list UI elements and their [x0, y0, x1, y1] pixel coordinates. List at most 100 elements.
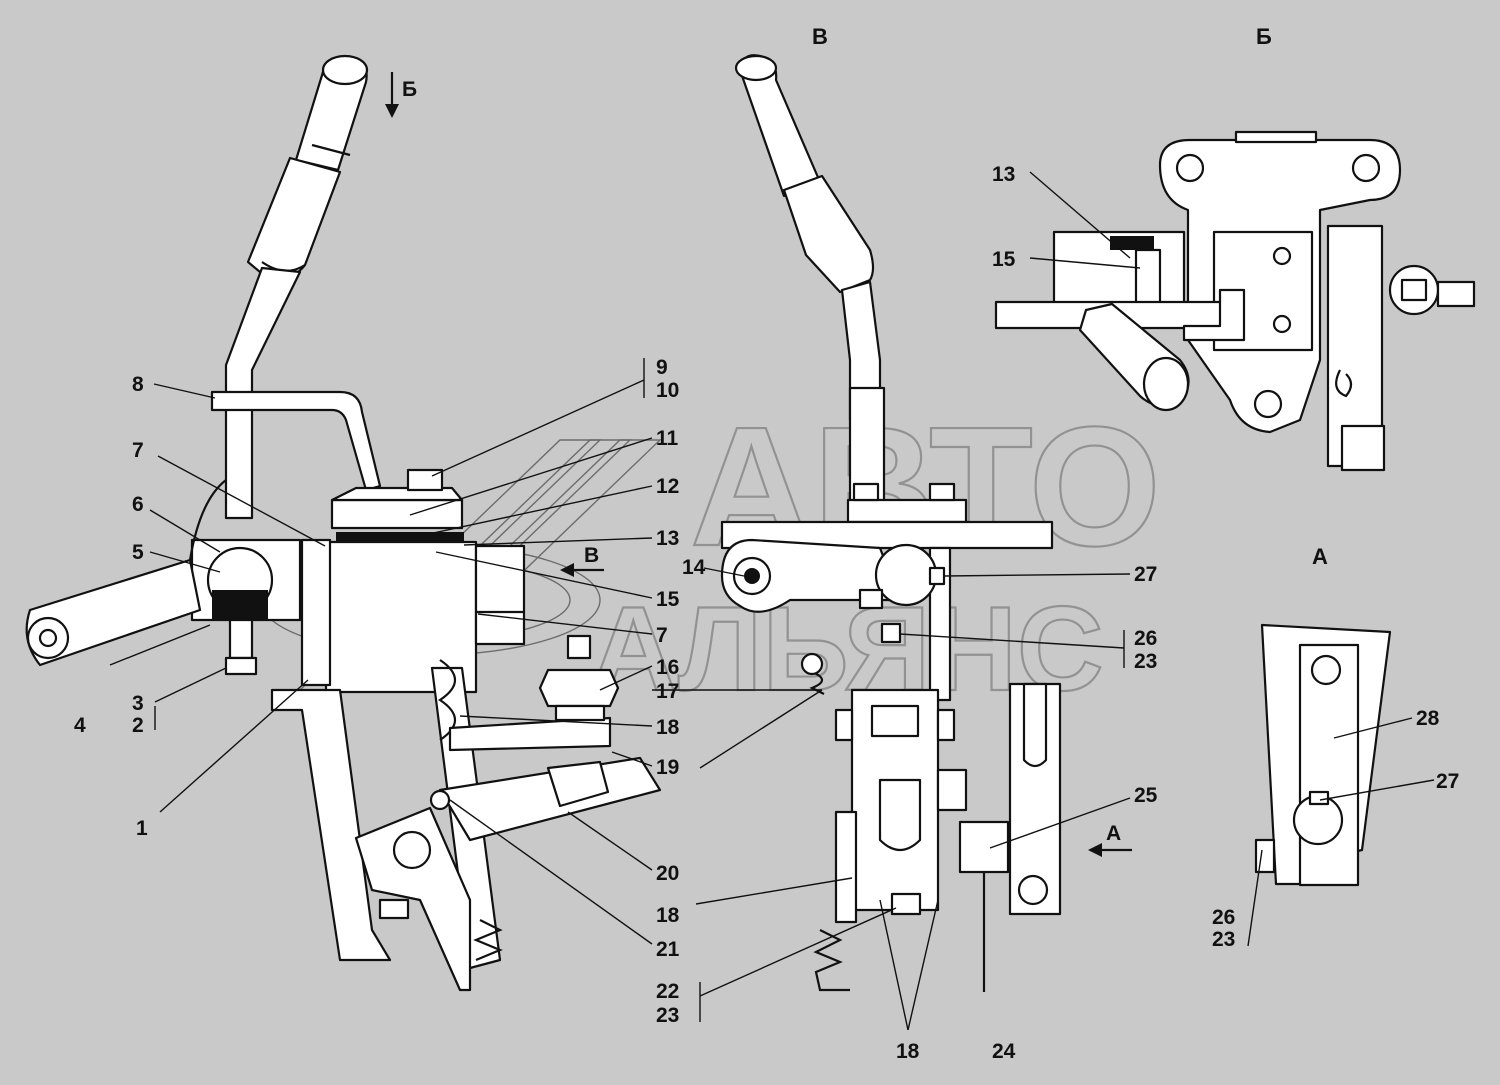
v-spacer	[936, 768, 968, 812]
callout-16: 16	[656, 656, 679, 679]
v-pin-14-center	[744, 568, 760, 584]
v-screw-27	[928, 566, 946, 586]
a-top-hole	[1310, 654, 1342, 686]
v-nut-26	[858, 588, 884, 610]
lower-body-1	[270, 688, 392, 962]
lever-knob-end	[321, 54, 369, 86]
lever-rod	[224, 266, 302, 520]
leader-14	[703, 567, 745, 577]
terminal-16	[566, 634, 592, 660]
lever-grip	[246, 156, 342, 279]
pedal-link	[354, 806, 472, 992]
pedal-ball	[429, 789, 451, 811]
callout-21: 21	[656, 938, 680, 961]
pedal-pin	[392, 830, 432, 870]
leader-18a	[459, 715, 653, 727]
v-ball-27	[874, 543, 938, 607]
b-terminal-rod	[1436, 280, 1476, 308]
callout-12: 12	[656, 475, 679, 498]
callout-18c: 18	[896, 1040, 920, 1063]
v-bolt-18	[890, 892, 922, 916]
leader-3	[154, 667, 227, 703]
v-nut-23	[880, 622, 902, 644]
callout-3: 3	[132, 692, 144, 715]
b-seal-13	[1110, 236, 1154, 250]
pin-3	[228, 618, 254, 660]
arrow-v-label: В	[584, 544, 599, 567]
v-shaft-25	[958, 820, 1010, 874]
leader-15a	[435, 551, 653, 599]
callout-5: 5	[132, 541, 144, 564]
callout-19: 19	[656, 756, 679, 779]
v-link-14	[720, 538, 902, 613]
leader-8	[153, 383, 216, 399]
v-side-slot	[1022, 682, 1048, 768]
callout-18b: 18	[656, 904, 680, 927]
washer-17	[554, 704, 606, 722]
b-block-bolt-1	[1272, 246, 1292, 266]
callout-23c: 23	[1212, 928, 1235, 951]
leader-19-left	[611, 751, 653, 767]
callout-8: 8	[132, 373, 144, 396]
view-title-a: А	[1312, 544, 1328, 569]
arrow-a-label: А	[1106, 822, 1121, 845]
bolt-9	[406, 468, 444, 492]
view-title-v: В	[812, 24, 828, 49]
callout-27a: 27	[1134, 563, 1157, 586]
callout-7b: 7	[656, 624, 668, 647]
callout-7a: 7	[132, 439, 144, 462]
callout-14: 14	[682, 556, 706, 579]
leader-18b	[695, 877, 853, 905]
callout-23b: 23	[656, 1004, 679, 1027]
view-a-assembly	[1254, 623, 1392, 887]
arrow-v-head	[560, 563, 574, 577]
b-block-bolt-2	[1272, 314, 1292, 334]
lever-knob-band	[311, 143, 351, 157]
leader-lines	[109, 171, 1435, 1031]
callout-10: 10	[656, 379, 679, 402]
leader-2623b	[1247, 849, 1263, 947]
b-arm-end	[1340, 424, 1386, 472]
v-lever-grip	[782, 174, 875, 294]
callout-25: 25	[1134, 784, 1158, 807]
b-hook	[1182, 288, 1246, 342]
leader-19	[699, 689, 823, 769]
b-hole-bottom	[1253, 389, 1283, 419]
nut-2	[224, 656, 258, 676]
spring-bottom	[473, 919, 503, 962]
arm-eye-hole	[38, 628, 58, 648]
leader-13b	[1029, 171, 1131, 259]
view-arrows: Б В А	[385, 72, 1132, 857]
ball-seat	[212, 590, 268, 620]
leader-18c-2	[907, 899, 939, 1031]
leader-16	[599, 665, 653, 691]
side-block	[474, 544, 526, 646]
leader-21	[449, 799, 653, 945]
v-bracket-18	[834, 810, 858, 924]
leader-13a	[463, 537, 653, 546]
v-hook-22	[813, 929, 850, 992]
leader-27a	[943, 573, 1131, 577]
leader-6	[149, 509, 221, 553]
b-hole-right	[1351, 153, 1381, 183]
arrow-b-label: Б	[402, 78, 417, 101]
callout-13a: 13	[656, 527, 679, 550]
leader-25	[989, 797, 1131, 849]
callout-26b: 26	[1212, 906, 1235, 929]
a-arm	[1298, 643, 1360, 887]
callout-4: 4	[74, 714, 86, 737]
b-insert-15	[1134, 248, 1162, 308]
leader-7a	[157, 455, 326, 547]
v-bolt-left	[852, 482, 880, 502]
view-b-assembly	[994, 130, 1476, 472]
leader-28	[1333, 717, 1413, 739]
v-lever-knob-end	[734, 54, 778, 82]
leader-1	[159, 679, 309, 813]
leader-5	[149, 551, 221, 573]
callout-6: 6	[132, 493, 144, 516]
arrow-b-head	[385, 104, 399, 118]
b-top-tab	[1234, 130, 1318, 144]
callout-18a: 18	[656, 716, 680, 739]
v-spring-eye	[800, 652, 824, 676]
